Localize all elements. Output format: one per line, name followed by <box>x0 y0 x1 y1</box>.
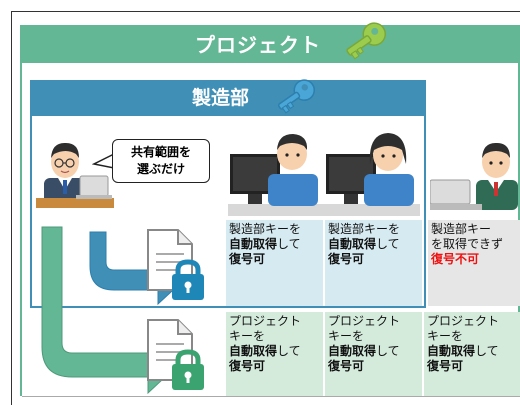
result-cell-project-worker-2: プロジェクト キーを 自動取得して 復号可 <box>325 312 422 396</box>
encrypted-file-manufacturing-icon <box>147 229 204 300</box>
manufacturing-title: 製造部 <box>192 87 250 109</box>
sender-person-illustration <box>36 142 114 208</box>
recipient-worker-1-illustration <box>228 134 324 216</box>
result-cell-project-outside: プロジェクト キーを 自動取得して 復号可 <box>424 312 520 396</box>
speech-bubble-line-2: 選ぶだけ <box>136 162 185 176</box>
speech-bubble-line-1: 共有範囲を <box>130 145 191 159</box>
project-key-icon <box>346 22 387 60</box>
result-cell-mfg-outside: 製造部キー を取得できず 復号不可 <box>428 220 520 306</box>
speech-bubble: 共有範囲を 選ぶだけ <box>112 139 210 183</box>
outside-person-illustration <box>430 142 518 210</box>
bottom-divider <box>22 396 520 397</box>
result-cell-mfg-worker-2: 製造部キーを 自動取得して 復号可 <box>325 220 422 306</box>
result-cell-mfg-worker-1: 製造部キーを 自動取得して 復号可 <box>226 220 323 306</box>
recipient-worker-2-illustration <box>324 133 420 216</box>
encrypted-file-project-icon <box>147 319 204 390</box>
result-cell-project-worker-1: プロジェクト キーを 自動取得して 復号可 <box>226 312 323 396</box>
project-title: プロジェクト <box>195 33 321 57</box>
manufacturing-header <box>30 80 426 116</box>
denied-label: 復号不可 <box>431 252 480 266</box>
manufacturing-key-icon <box>277 79 316 114</box>
project-header <box>20 25 520 63</box>
